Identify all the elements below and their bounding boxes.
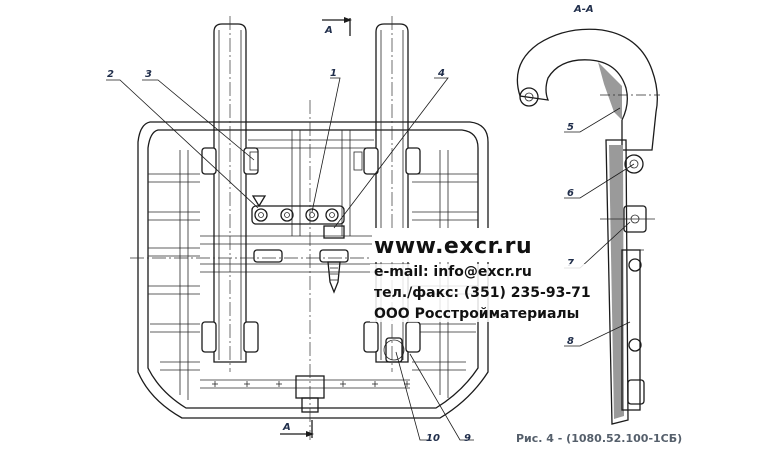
- hook-pin: [519, 87, 539, 107]
- watermark: www.excr.ru e-mail: info@excr.ru тел./фа…: [370, 228, 606, 322]
- inner-frame: [147, 129, 479, 409]
- callout-1: 1: [330, 68, 337, 79]
- callout-5: 5: [567, 122, 574, 133]
- callout-6: 6: [567, 188, 574, 199]
- callout-9: 9: [464, 433, 471, 444]
- callout-7: 7: [567, 258, 574, 269]
- bottom-latch: [295, 337, 405, 413]
- left-rungs: [148, 150, 200, 400]
- watermark-phone: тел./факс: (351) 235-93-71: [374, 285, 591, 301]
- hook: [516, 28, 658, 151]
- watermark-email: e-mail: info@excr.ru: [374, 264, 532, 280]
- watermark-site: www.excr.ru: [374, 234, 532, 259]
- clamp-blocks: [201, 147, 421, 353]
- latch-mechanism: [251, 195, 349, 294]
- section-plate: [605, 139, 629, 425]
- cut-mark-top: А: [324, 25, 333, 36]
- callout-10: 10: [426, 433, 440, 444]
- watermark-company: ООО Росстройматериалы: [374, 306, 579, 322]
- figure-caption: Рис. 4 - (1080.52.100-1СБ): [516, 432, 682, 445]
- section-view: [516, 28, 660, 425]
- callout-8: 8: [567, 336, 574, 347]
- outer-frame: [137, 121, 489, 419]
- callout-3: 3: [145, 69, 152, 80]
- callout-2: 2: [107, 69, 114, 80]
- left-upright: [213, 23, 247, 363]
- section-label: А-А: [573, 4, 594, 15]
- cut-mark-bottom: А: [282, 422, 291, 433]
- plus-marks: [212, 381, 410, 387]
- cut-marks: [280, 17, 352, 438]
- callout-4: 4: [437, 68, 445, 79]
- roller-pin-top: [624, 154, 644, 174]
